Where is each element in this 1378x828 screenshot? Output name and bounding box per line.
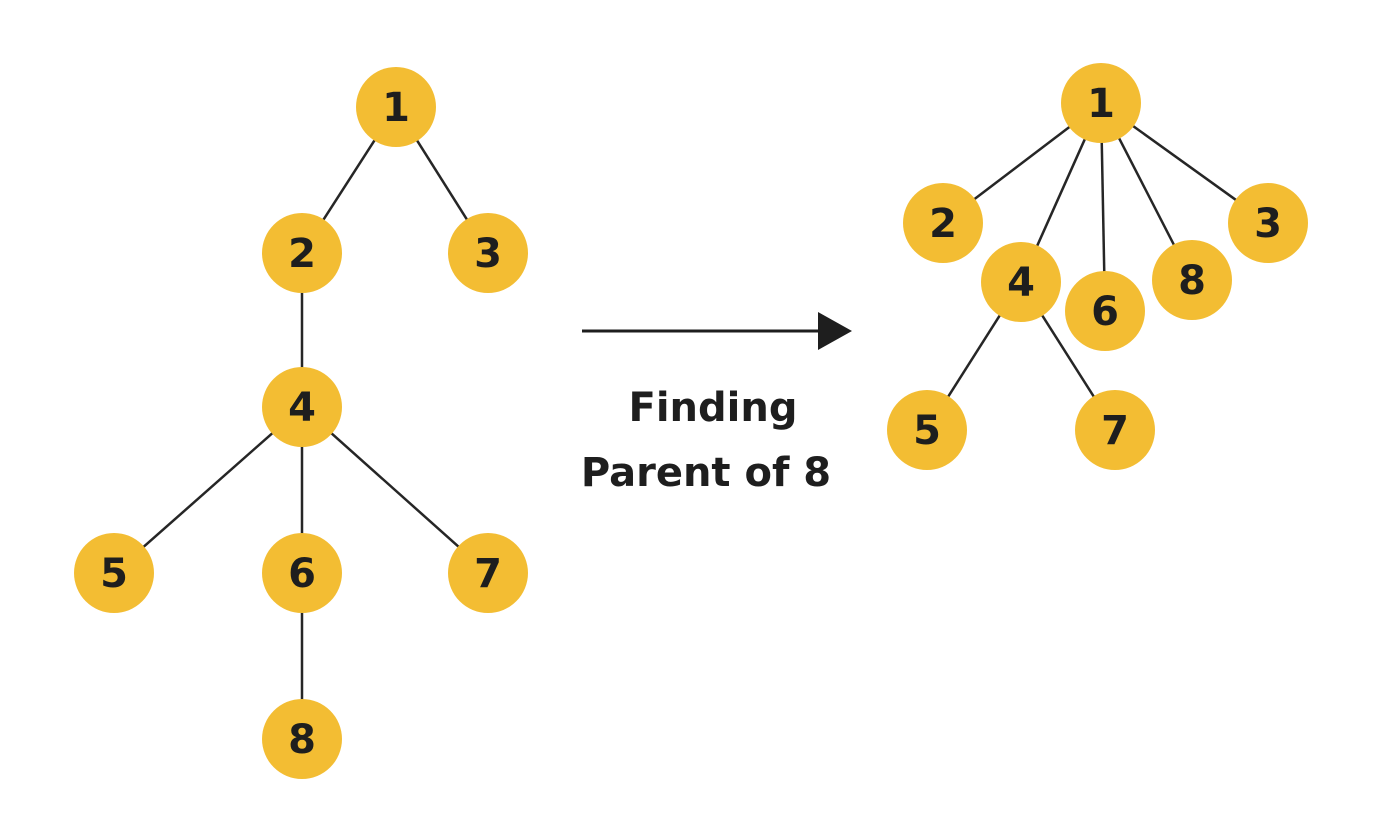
node-label: 1: [1087, 81, 1115, 127]
node-before-1: 1: [356, 67, 436, 147]
tree-before: 1 2 3 4 5 6 7 8: [74, 67, 528, 779]
node-circle: [262, 213, 342, 293]
node-after-5: 5: [887, 390, 967, 470]
edge-after-1-8: [1117, 136, 1176, 247]
node-circle: [448, 533, 528, 613]
node-before-3: 3: [448, 213, 528, 293]
node-circle: [903, 183, 983, 263]
node-label: 7: [1101, 408, 1129, 454]
node-label: 5: [913, 408, 941, 454]
node-before-8: 8: [262, 699, 342, 779]
edges-before: [141, 138, 469, 701]
node-circle: [262, 699, 342, 779]
node-label: 3: [474, 231, 502, 277]
node-after-8: 8: [1152, 240, 1232, 320]
nodes-before: 1 2 3 4 5 6 7 8: [74, 67, 528, 779]
node-after-7: 7: [1075, 390, 1155, 470]
node-before-4: 4: [262, 367, 342, 447]
node-circle: [262, 533, 342, 613]
edge-before-4-5: [141, 431, 275, 549]
edge-after-1-2: [972, 124, 1072, 202]
node-label: 3: [1254, 201, 1282, 247]
edge-after-1-4: [1035, 137, 1087, 248]
node-circle: [74, 533, 154, 613]
node-label: 4: [1007, 260, 1035, 306]
node-label: 6: [1091, 289, 1119, 335]
node-label: 8: [1178, 258, 1206, 304]
node-after-2: 2: [903, 183, 983, 263]
edges-after: [946, 124, 1238, 399]
node-label: 2: [288, 231, 316, 277]
node-label: 2: [929, 201, 957, 247]
tree-after: 1 2 3 4 5 6 7 8: [887, 63, 1308, 470]
node-circle: [887, 390, 967, 470]
nodes-after: 1 2 3 4 5 6 7 8: [887, 63, 1308, 470]
node-circle: [1152, 240, 1232, 320]
node-circle: [448, 213, 528, 293]
node-after-6: 6: [1065, 271, 1145, 351]
node-circle: [981, 242, 1061, 322]
caption-line-1: Finding: [629, 385, 798, 431]
node-circle: [1228, 183, 1308, 263]
node-before-7: 7: [448, 533, 528, 613]
node-label: 7: [474, 551, 502, 597]
node-label: 1: [382, 85, 410, 131]
node-circle: [1075, 390, 1155, 470]
edge-after-4-7: [1040, 313, 1096, 399]
node-after-4: 4: [981, 242, 1061, 322]
edge-before-1-3: [415, 138, 469, 222]
node-after-1: 1: [1061, 63, 1141, 143]
edge-after-1-3: [1131, 124, 1238, 202]
node-before-5: 5: [74, 533, 154, 613]
node-before-2: 2: [262, 213, 342, 293]
caption-line-2: Parent of 8: [581, 450, 831, 496]
arrow-head: [818, 312, 852, 350]
node-before-6: 6: [262, 533, 342, 613]
node-after-3: 3: [1228, 183, 1308, 263]
node-circle: [356, 67, 436, 147]
node-label: 6: [288, 551, 316, 597]
node-circle: [1061, 63, 1141, 143]
node-circle: [1065, 271, 1145, 351]
transform-arrow: [582, 312, 852, 350]
node-circle: [262, 367, 342, 447]
node-label: 4: [288, 385, 316, 431]
edge-after-4-5: [946, 313, 1002, 399]
node-label: 5: [100, 551, 128, 597]
edge-after-1-6: [1100, 140, 1106, 274]
node-label: 8: [288, 717, 316, 763]
edge-before-4-7: [329, 431, 461, 549]
edge-before-1-2: [321, 138, 377, 222]
